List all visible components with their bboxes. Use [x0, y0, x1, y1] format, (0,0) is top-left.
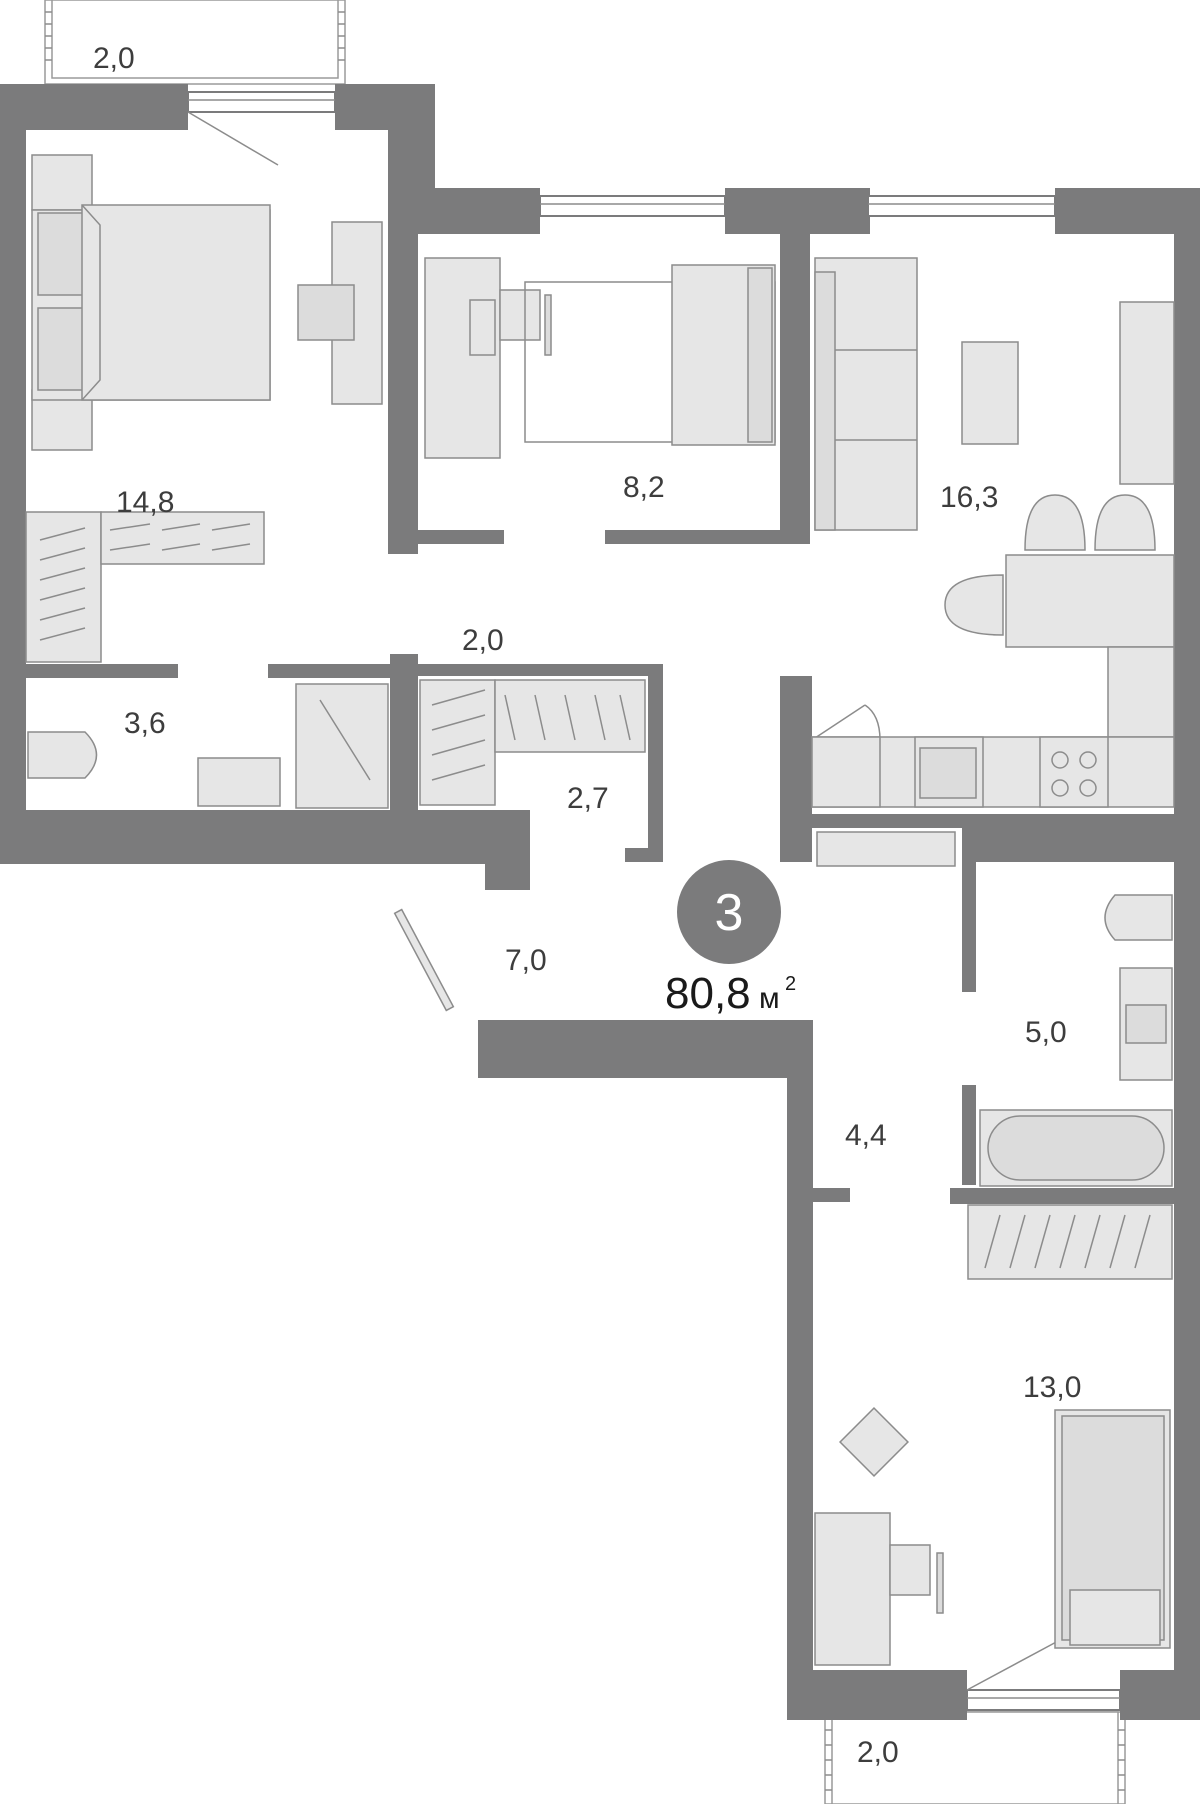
- rooms-badge: 3: [677, 860, 781, 964]
- room-area-living-kitchen: 16,3: [940, 481, 998, 514]
- balcony-bottom-outline: [824, 1711, 1126, 1804]
- windows: [187, 91, 1121, 1711]
- living-furniture: [814, 257, 1175, 738]
- wc-furniture: [27, 683, 389, 809]
- total-area-unit: м: [759, 982, 780, 1015]
- room-area-bedroom-2: 13,0: [1023, 1371, 1081, 1404]
- total-area-value: 80,8: [665, 969, 751, 1018]
- room-area-children-room: 8,2: [623, 471, 665, 504]
- room-area-corridor: 4,4: [845, 1119, 887, 1152]
- room-area-hall: 7,0: [505, 944, 547, 977]
- room-area-bathroom: 5,0: [1025, 1016, 1067, 1049]
- total-area-unit-sup: 2: [785, 973, 796, 995]
- room-area-balcony-top: 2,0: [93, 42, 135, 75]
- rooms-badge-circle: [677, 860, 781, 964]
- total-area: 80,8 м 2: [665, 969, 796, 1018]
- children-room-furniture: [424, 257, 776, 459]
- wardrobe-shelves: [419, 679, 646, 806]
- walls: [0, 84, 1200, 1720]
- room-area-wc: 3,6: [124, 707, 166, 740]
- room-area-storage: 2,7: [567, 782, 609, 815]
- room-area-bedroom: 14,8: [116, 486, 174, 519]
- bedroom-furniture: [31, 154, 383, 451]
- room-area-wardrobe: 2,0: [462, 624, 504, 657]
- doors: [187, 111, 1061, 1691]
- rooms-count: 3: [715, 884, 744, 942]
- bedroom-2-furniture: [814, 1406, 1171, 1666]
- balcony-top-outline: [44, 0, 346, 85]
- bathroom-furniture: [967, 894, 1173, 1280]
- room-area-balcony-bottom: 2,0: [857, 1736, 899, 1769]
- bedroom-wardrobe: [25, 511, 265, 663]
- kitchen-counter: [811, 736, 1175, 867]
- room-labels: 2,0 14,8 8,2 16,3 2,0 3,6 2,7 7,0 5,0 4,…: [93, 42, 1081, 1769]
